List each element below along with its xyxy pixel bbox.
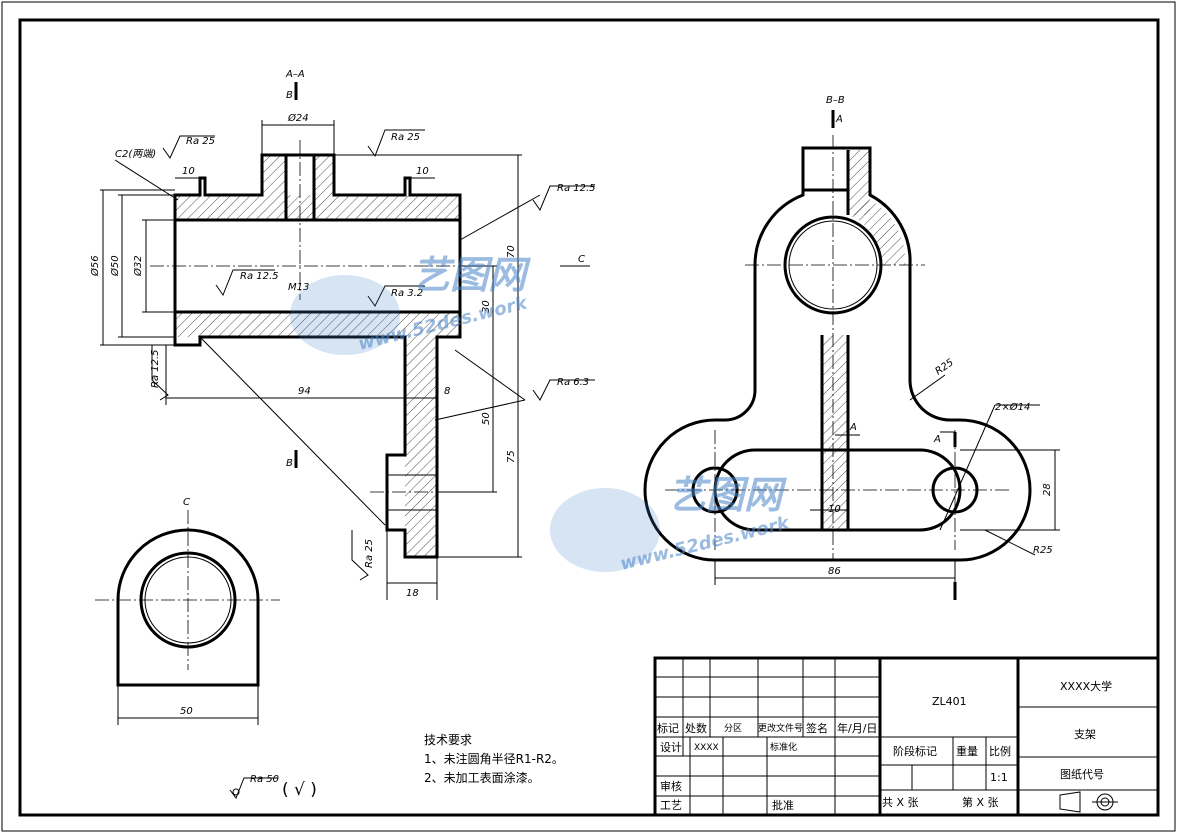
title-block: ZL401 XXXX大学 支架 图纸代号 阶段标记 重量 比例 1:1 共 X … (653, 656, 1160, 817)
ra-6-3: Ra 6.3 (557, 377, 589, 388)
dim-30: 30 (481, 300, 492, 313)
label-a-top: A (835, 114, 843, 125)
tb-process: 工艺 (660, 799, 682, 812)
ra-12-5-c: Ra 12.5 (150, 349, 161, 388)
tb-drawing-no: ZL401 (932, 695, 967, 708)
label-section-b: B–B (826, 95, 845, 106)
dim-phi32: Ø32 (132, 255, 144, 277)
label-section-a: A–A (285, 69, 305, 80)
label-c-arrow: C (578, 254, 585, 265)
labels: A–A B B B–B A A A C C Ø24 Ø56 Ø50 Ø32 M1… (89, 69, 1053, 800)
dim-50-vertical: 50 (481, 412, 492, 425)
tb-zone: 分区 (724, 723, 742, 734)
dim-28: 28 (1042, 483, 1053, 496)
dim-86: 86 (828, 566, 841, 577)
dim-94: 94 (298, 386, 311, 397)
tb-count: 处数 (685, 722, 707, 735)
tb-scale: 1:1 (990, 771, 1008, 784)
label-a-right: A (933, 434, 941, 445)
tb-sign: 签名 (806, 721, 828, 735)
roughness-symbols (151, 129, 595, 800)
tb-stage-mark: 阶段标记 (893, 744, 937, 758)
dim-10-right: 10 (416, 166, 429, 177)
ra-12-5-a: Ra 12.5 (557, 183, 596, 194)
tb-mark: 标记 (657, 721, 679, 735)
tb-change-doc: 更改文件号 (758, 722, 803, 734)
tb-school: XXXX大学 (1060, 679, 1112, 693)
tech-heading: 技术要求 (424, 733, 472, 747)
tb-approve: 批准 (772, 798, 794, 812)
label-b-top: B (286, 90, 293, 101)
technical-requirements: 技术要求 1、未注圆角半径R1-R2。 2、未加工表面涂漆。 (424, 733, 564, 785)
dim-70: 70 (506, 245, 517, 258)
tb-designer: XXXX (694, 743, 719, 753)
dim-75: 75 (506, 450, 517, 463)
dim-18: 18 (406, 588, 419, 599)
dim-phi50: Ø50 (109, 255, 121, 277)
tb-sheet-no: 第 X 张 (962, 795, 999, 809)
tb-weight: 重量 (956, 744, 978, 758)
ra-25-a: Ra 25 (186, 136, 215, 147)
dim-10-left: 10 (182, 166, 195, 177)
ra-3-2: Ra 3.2 (391, 288, 423, 299)
tech-line-1: 1、未注圆角半径R1-R2。 (424, 751, 564, 766)
dim-m13: M13 (288, 282, 309, 293)
tb-part-name: 支架 (1074, 728, 1096, 741)
tb-scale-label: 比例 (989, 744, 1011, 758)
label-a-mid: A (849, 422, 857, 433)
dim-holes: 2×Ø14 (995, 401, 1030, 413)
svg-text:艺图网: 艺图网 (668, 473, 787, 517)
ra-12-5-b: Ra 12.5 (240, 271, 279, 282)
dim-r25-bottom: R25 (1033, 545, 1053, 556)
dim-50-horizontal: 50 (180, 706, 193, 717)
ra-50-general: Ra 50 (250, 774, 279, 785)
label-b-bottom: B (286, 458, 293, 469)
tb-standard: 标准化 (770, 741, 797, 753)
tech-line-2: 2、未加工表面涂漆。 (424, 770, 540, 785)
ra-25-c: Ra 25 (364, 539, 375, 568)
dim-phi24: Ø24 (287, 112, 309, 124)
tb-date: 年/月/日 (837, 721, 877, 735)
section-view-a-a (100, 82, 590, 600)
label-view-c: C (183, 497, 190, 508)
dim-phi56: Ø56 (89, 255, 101, 277)
tb-total-sheets: 共 X 张 (882, 796, 919, 809)
ra-general-suffix: ( √ ) (282, 780, 317, 800)
ra-25-b: Ra 25 (391, 132, 420, 143)
tb-review: 审核 (660, 779, 682, 793)
dim-8: 8 (444, 386, 450, 397)
dim-chamfer: C2(两端) (115, 148, 156, 160)
tb-drawing-code: 图纸代号 (1060, 768, 1104, 781)
dim-10-web: 10 (828, 504, 841, 515)
svg-text:艺图网: 艺图网 (412, 253, 531, 297)
dim-r25-top: R25 (933, 357, 955, 377)
section-view-b-b (643, 110, 1060, 600)
view-c (95, 510, 280, 725)
tb-design: 设计 (660, 741, 682, 754)
inner-frame (18, 18, 1160, 817)
watermark-top: 艺图网 www.52des.work (290, 253, 531, 355)
